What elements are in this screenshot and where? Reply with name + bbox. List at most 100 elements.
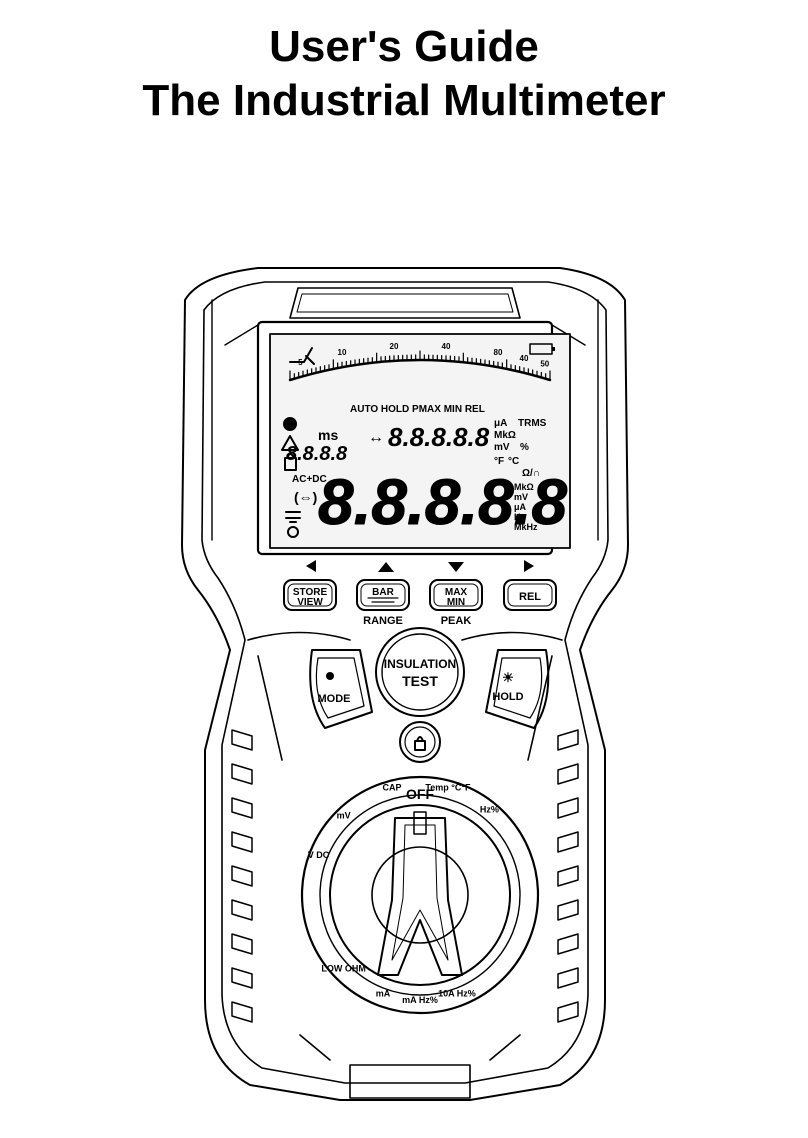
warning-icon bbox=[281, 435, 299, 451]
test-label: TEST bbox=[402, 673, 438, 689]
bar-range-button[interactable]: BAR bbox=[356, 579, 410, 611]
lcd-unit-label: μA bbox=[494, 418, 507, 429]
dial-position-label: V DC bbox=[308, 850, 330, 860]
diode-icon bbox=[285, 511, 301, 523]
grip-notch bbox=[557, 797, 579, 819]
store-view-button[interactable]: STORE VIEW bbox=[283, 579, 337, 611]
lcd-small-digits: 8.8.8.8 bbox=[286, 443, 348, 465]
lcd-unit-label: mV bbox=[494, 442, 510, 453]
auto-power-icon bbox=[287, 526, 299, 538]
min-label: MIN bbox=[447, 597, 465, 608]
dial-position-label: mA Hz% bbox=[402, 995, 438, 1005]
grip-notch bbox=[231, 933, 253, 955]
lcd-unit-label: TRMS bbox=[518, 418, 547, 429]
grip-notch bbox=[557, 933, 579, 955]
down-arrow-icon bbox=[448, 562, 464, 572]
dial-off-label: OFF bbox=[406, 786, 434, 802]
scale-label: 80 bbox=[494, 348, 503, 357]
rel-label: REL bbox=[519, 591, 541, 603]
lcd-unit-label: Ω/∩ bbox=[522, 468, 540, 479]
grip-notch bbox=[231, 763, 253, 785]
hold-button[interactable]: ☀ HOLD bbox=[485, 649, 550, 729]
lcd-unit-label: °F bbox=[494, 456, 504, 467]
lcd-bar-arrows: (⇔) bbox=[294, 489, 317, 505]
insulation-label: INSULATION bbox=[384, 657, 456, 671]
document-title-line-2: The Industrial Multimeter bbox=[142, 76, 666, 125]
dial-position-label: LOW OHM bbox=[321, 963, 366, 973]
dial-position-label: Hz% bbox=[480, 804, 499, 814]
lcd-unit-label: Hz bbox=[514, 512, 525, 522]
dial-position-label: Temp °C°F bbox=[425, 783, 471, 793]
insulation-test-button[interactable]: INSULATION TEST bbox=[375, 627, 465, 717]
grip-notch bbox=[557, 1001, 579, 1023]
lcd-link-arrow: ↔ bbox=[368, 429, 384, 446]
grip-notch bbox=[557, 763, 579, 785]
dial-position-label: mV bbox=[337, 811, 351, 821]
scale-label: 40 bbox=[442, 342, 451, 351]
left-arrow-icon bbox=[306, 560, 316, 572]
grip-notch bbox=[231, 797, 253, 819]
dial-labels: LOW OHM mA mA Hz%10A Hz% mV CAP Temp °C°F Hz% V… bbox=[308, 783, 499, 1005]
dial-position-label: CAP bbox=[383, 783, 402, 793]
grip-notch bbox=[231, 1001, 253, 1023]
range-label: RANGE bbox=[363, 615, 403, 627]
max-min-button[interactable]: MAX MIN bbox=[429, 579, 483, 611]
view-label: VIEW bbox=[297, 597, 323, 608]
side-grips bbox=[231, 729, 579, 1023]
dial-position-label: mA bbox=[376, 988, 391, 998]
lcd-unit-label: % bbox=[520, 442, 529, 453]
grip-notch bbox=[231, 729, 253, 751]
scale-label: 20 bbox=[390, 342, 399, 351]
meter-outer-body bbox=[181, 267, 629, 1101]
lcd-acdc: AC+DC bbox=[292, 474, 327, 485]
lcd-unit-label: mV bbox=[514, 492, 528, 502]
document-title-line-1: User's Guide bbox=[269, 22, 539, 71]
max-label: MAX bbox=[445, 587, 468, 598]
scale-label: 40 bbox=[520, 354, 529, 363]
grip-notch bbox=[557, 967, 579, 989]
scale-label: 50 bbox=[540, 359, 549, 368]
lcd-secondary-digits: 8.8.8.8.8 bbox=[388, 422, 490, 452]
lcd-unit-label: MkΩ bbox=[514, 482, 534, 492]
top-bumper bbox=[289, 287, 521, 319]
grip-notch bbox=[557, 729, 579, 751]
lcd-unit-label: MkΩ bbox=[494, 430, 516, 441]
dial-position-label: 10A Hz% bbox=[438, 988, 476, 998]
mode-button[interactable]: MODE bbox=[309, 649, 373, 729]
bargraph-arc bbox=[288, 358, 552, 382]
grip-notch bbox=[231, 831, 253, 853]
store-label: STORE bbox=[293, 587, 328, 598]
lock-button[interactable] bbox=[399, 721, 441, 763]
grip-notch bbox=[231, 967, 253, 989]
rotary-dial[interactable] bbox=[300, 775, 540, 1015]
hold-label: HOLD bbox=[492, 691, 523, 703]
lcd-main-digits: 8.8.8.8.8 bbox=[318, 466, 568, 538]
lcd-ms-label: ms bbox=[318, 427, 338, 443]
lcd-unit-label: μA bbox=[514, 502, 527, 512]
up-arrow-icon bbox=[378, 562, 394, 572]
mode-dot-icon bbox=[326, 672, 334, 680]
backlight-icon: ☀ bbox=[502, 670, 514, 685]
grip-notch bbox=[231, 865, 253, 887]
grip-notch bbox=[557, 831, 579, 853]
lcd-unit-label: °C bbox=[508, 456, 519, 467]
scale-label: 10 bbox=[338, 348, 347, 357]
beeper-icon bbox=[289, 347, 315, 365]
lcd-indicator-row: AUTO HOLD PMAX MIN REL bbox=[350, 404, 485, 415]
peak-label: PEAK bbox=[441, 615, 472, 627]
meter-inner-body bbox=[201, 281, 609, 1084]
grip-notch bbox=[557, 865, 579, 887]
padlock-icon bbox=[414, 736, 426, 751]
record-icon bbox=[283, 417, 297, 431]
rel-button[interactable]: REL bbox=[503, 579, 557, 611]
grip-notch bbox=[231, 899, 253, 921]
dial-knob bbox=[377, 817, 463, 976]
bar-label: BAR bbox=[372, 587, 394, 598]
mode-label: MODE bbox=[318, 693, 351, 705]
right-arrow-icon bbox=[524, 560, 534, 572]
lcd-unit-label: MkHz bbox=[514, 522, 538, 532]
grip-notch bbox=[557, 899, 579, 921]
